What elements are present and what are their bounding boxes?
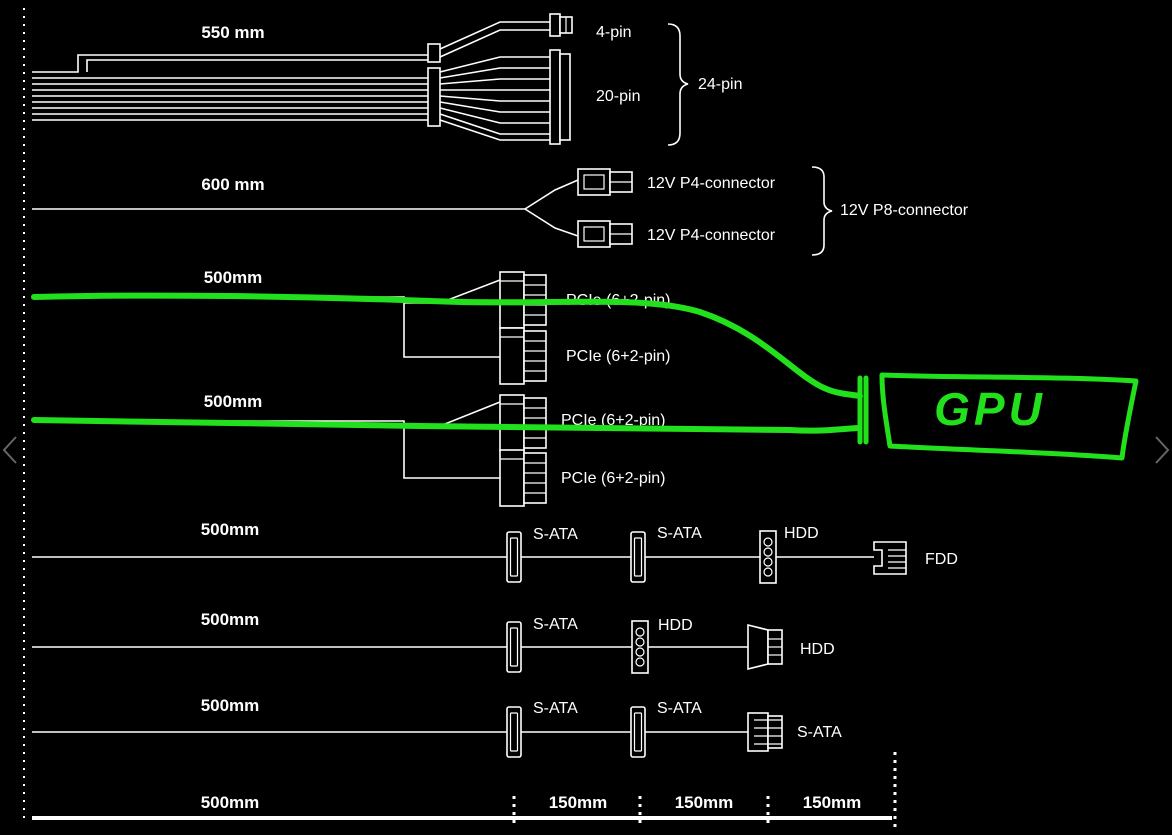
- chevron-right-icon[interactable]: [1155, 436, 1170, 464]
- peripheral3-c2-label: S-ATA: [657, 700, 702, 717]
- atx-4pin-label: 4-pin: [596, 24, 632, 41]
- peripheral-cable-3: 500mm S-ATA S-ATA S-ATA: [32, 696, 842, 758]
- gpu-box: [879, 372, 1139, 461]
- peripheral2-c2-label: HDD: [658, 617, 693, 634]
- gpu-annotation: GPU: [31, 292, 1139, 461]
- pcie2-top-label: PCIe (6+2-pin): [561, 412, 666, 429]
- atx-brace: [667, 23, 689, 146]
- peripheral1-c3-label: HDD: [784, 525, 819, 542]
- fdd-connector: [873, 541, 907, 575]
- cpu-cable-length: 600 mm: [201, 175, 264, 194]
- cpu-p4-top-label: 12V P4-connector: [647, 175, 776, 192]
- peripheral3-c1-label: S-ATA: [533, 700, 578, 717]
- pcie1-bottom-label: PCIe (6+2-pin): [566, 348, 671, 365]
- hdd-connector: [747, 623, 783, 671]
- peripheral1-cable-length: 500mm: [201, 520, 260, 539]
- cpu-p8-cable: 600 mm 12V P4-connector 12V P4-connector…: [32, 166, 969, 256]
- peripheral1-c1-label: S-ATA: [533, 526, 578, 543]
- pcie2-cable-length: 500mm: [204, 392, 263, 411]
- cpu-p4-bottom-label: 12V P4-connector: [647, 227, 776, 244]
- peripheral3-cable-length: 500mm: [201, 696, 260, 715]
- pcie2-bottom-label: PCIe (6+2-pin): [561, 470, 666, 487]
- ruler-seg3-label: 150mm: [803, 793, 862, 812]
- pcie-cable-1: 500mm PCIe (6+2-pin) PCIe (6+2-pin): [32, 268, 671, 385]
- cpu-brace: [811, 166, 833, 256]
- ruler-seg1-label: 150mm: [549, 793, 608, 812]
- green-line-top: [31, 292, 863, 399]
- peripheral1-c2-label: S-ATA: [657, 525, 702, 542]
- green-connector-mark: [857, 375, 869, 445]
- sata-end-connector: [747, 712, 783, 752]
- atx-20pin-label: 20-pin: [596, 88, 640, 105]
- atx-cable-length: 550 mm: [201, 23, 264, 42]
- length-ruler: 500mm 150mm 150mm 150mm: [32, 752, 897, 828]
- peripheral2-end-label: HDD: [800, 641, 835, 658]
- peripheral-cable-2: 500mm S-ATA HDD HDD: [32, 610, 835, 674]
- peripheral1-end-label: FDD: [925, 551, 958, 568]
- chevron-left-icon[interactable]: [2, 436, 17, 464]
- peripheral2-cable-length: 500mm: [201, 610, 260, 629]
- gpu-label: GPU: [934, 383, 1046, 435]
- pcie-cable-2: 500mm PCIe (6+2-pin) PCIe (6+2-pin): [32, 392, 666, 507]
- peripheral2-c1-label: S-ATA: [533, 616, 578, 633]
- peripheral3-end-label: S-ATA: [797, 724, 842, 741]
- pcie1-cable-length: 500mm: [204, 268, 263, 287]
- peripheral-cable-1: 500mm S-ATA S-ATA HDD FDD: [32, 520, 958, 584]
- cpu-p8-label: 12V P8-connector: [840, 202, 969, 219]
- atx-24pin-label: 24-pin: [698, 76, 742, 93]
- atx-24pin-cable: 550 mm 4-pin 20-pin 24-pin: [32, 13, 742, 146]
- ruler-seg2-label: 150mm: [675, 793, 734, 812]
- green-line-bottom: [31, 417, 861, 434]
- ruler-main-label: 500mm: [201, 793, 260, 812]
